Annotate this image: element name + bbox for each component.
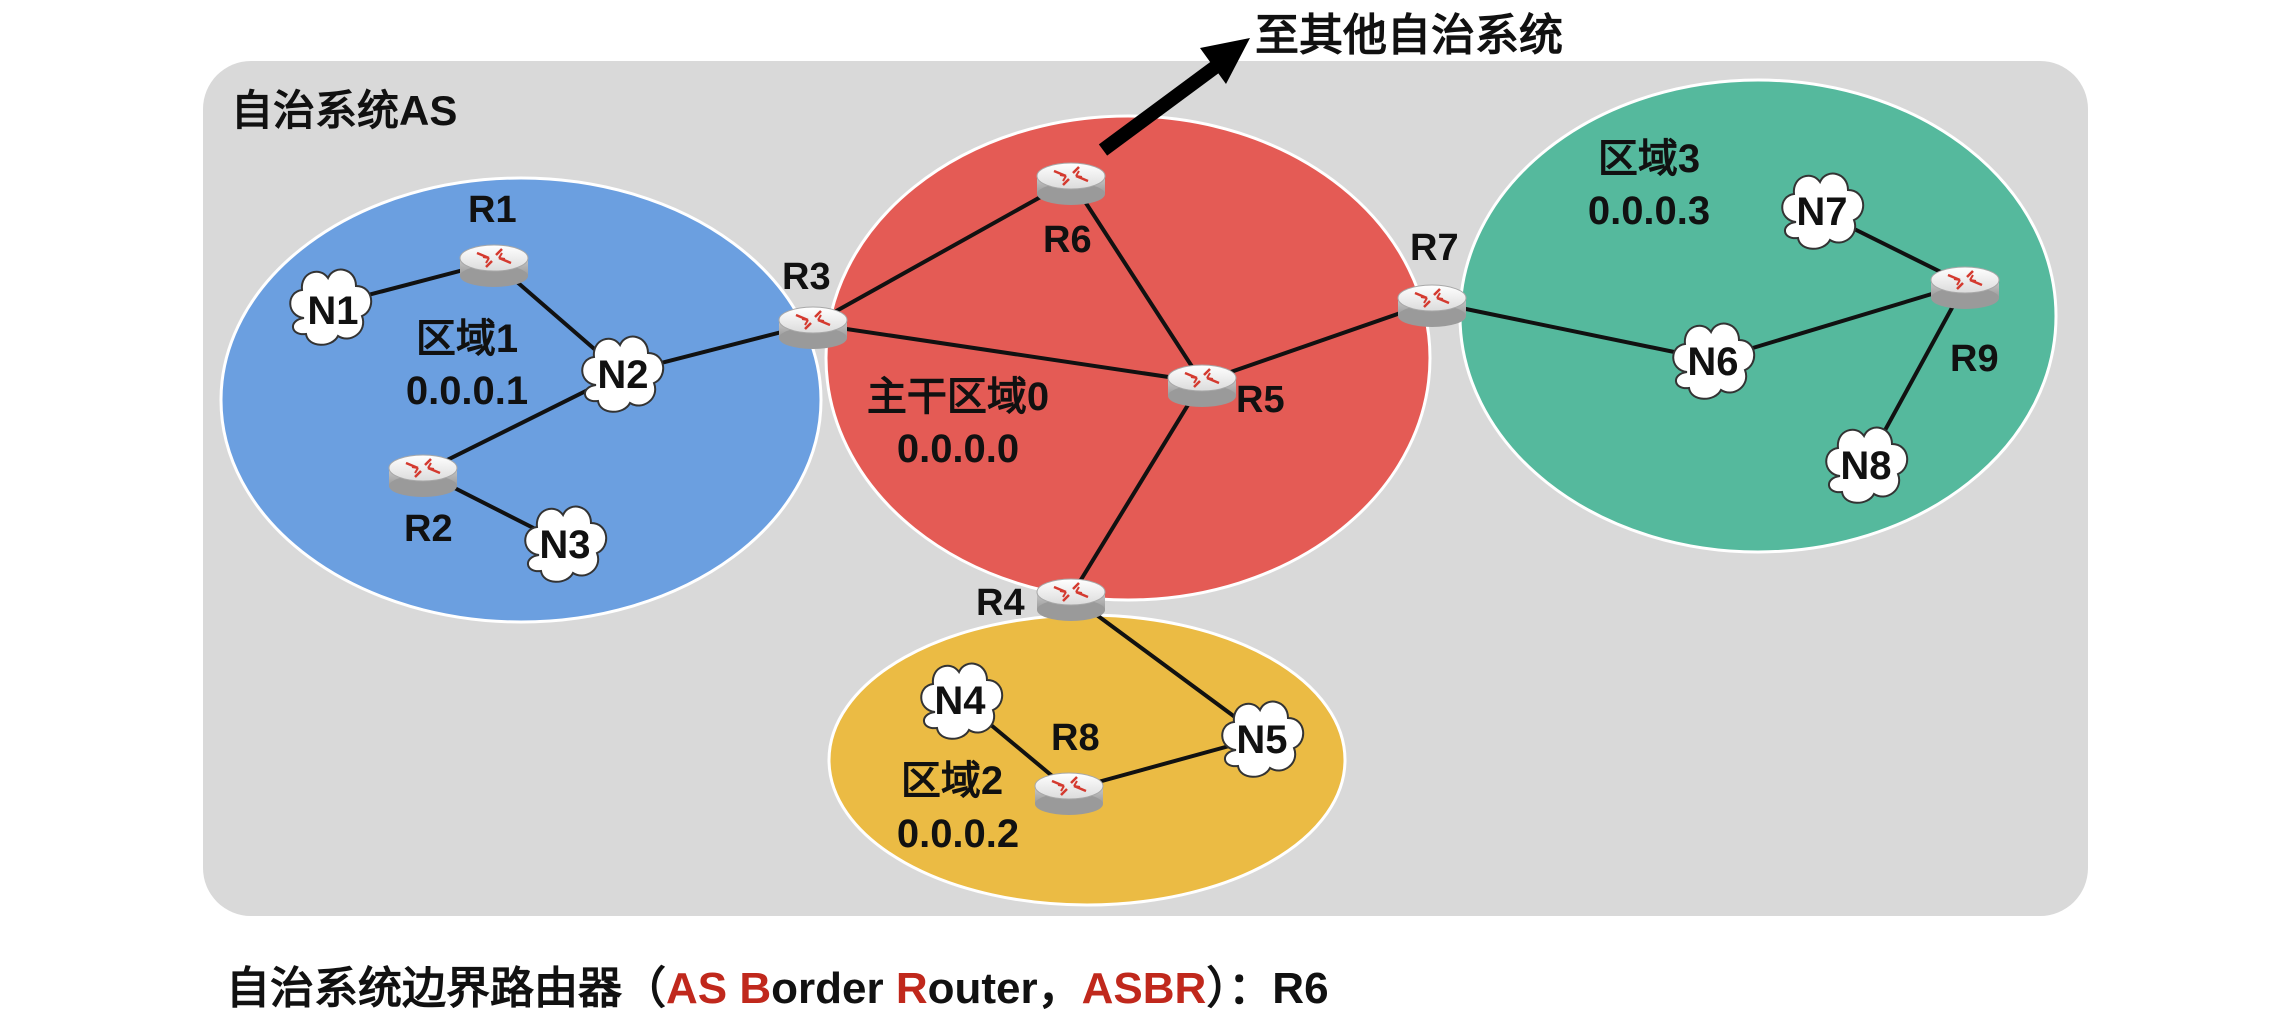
area1-id: 0.0.0.1 (406, 369, 528, 413)
legend-order: order (771, 964, 896, 1013)
router-r6-label: R6 (1043, 219, 1092, 261)
router-r9 (1929, 265, 2001, 311)
router-r4-label: R4 (976, 582, 1025, 624)
router-r1 (458, 243, 530, 289)
network-n7-label: N7 (1796, 190, 1847, 234)
arrow-to-other-as (1098, 38, 1250, 156)
legend-asbr: ASBR (1081, 964, 1207, 1013)
area1-region (219, 176, 823, 624)
area0-id: 0.0.0.0 (897, 427, 1019, 471)
network-n6-label: N6 (1687, 340, 1738, 384)
network-n8-label: N8 (1840, 444, 1891, 488)
area2-id: 0.0.0.2 (897, 812, 1019, 856)
router-r5 (1166, 363, 1238, 409)
router-r8 (1033, 771, 1105, 817)
legend-as: AS (666, 964, 740, 1013)
router-r6 (1035, 161, 1107, 207)
asbr-legend: 自治系统边界路由器（AS Border Router，ASBR）：R6 (226, 952, 1329, 1016)
router-r9-label: R9 (1950, 338, 1999, 380)
area3-id: 0.0.0.3 (1588, 189, 1710, 233)
network-n5-label: N5 (1236, 718, 1287, 762)
area2-name: 区域2 (901, 759, 1003, 803)
legend-outer: outer (927, 964, 1038, 1013)
router-r1-label: R1 (468, 189, 517, 231)
router-r4 (1035, 577, 1107, 623)
as-title: 自治系统AS (231, 87, 457, 134)
legend-prefix: 自治系统边界路由器（ (226, 964, 666, 1013)
router-r8-label: R8 (1051, 717, 1100, 759)
legend-suffix: ）：R6 (1206, 964, 1329, 1013)
legend-b: B (739, 964, 772, 1013)
legend-sep: ， (1037, 964, 1082, 1013)
router-r2 (387, 453, 459, 499)
router-r2-label: R2 (404, 508, 453, 550)
router-r7-label: R7 (1410, 227, 1459, 269)
network-n4-label: N4 (934, 679, 986, 723)
network-n2-label: N2 (597, 353, 648, 397)
legend-r: R (895, 964, 928, 1013)
area1-name: 区域1 (416, 317, 518, 361)
router-r7 (1396, 283, 1468, 329)
area3-region (1458, 78, 2058, 554)
area0-name: 主干区域0 (867, 375, 1049, 419)
network-n3-label: N3 (539, 523, 590, 567)
router-r3 (777, 305, 849, 351)
router-r5-label: R5 (1236, 379, 1285, 421)
area0-region (824, 114, 1432, 602)
other-as-label: 至其他自治系统 (1255, 11, 1563, 60)
area3-name: 区域3 (1598, 137, 1700, 181)
router-r3-label: R3 (782, 256, 831, 298)
network-n1-label: N1 (307, 289, 358, 333)
